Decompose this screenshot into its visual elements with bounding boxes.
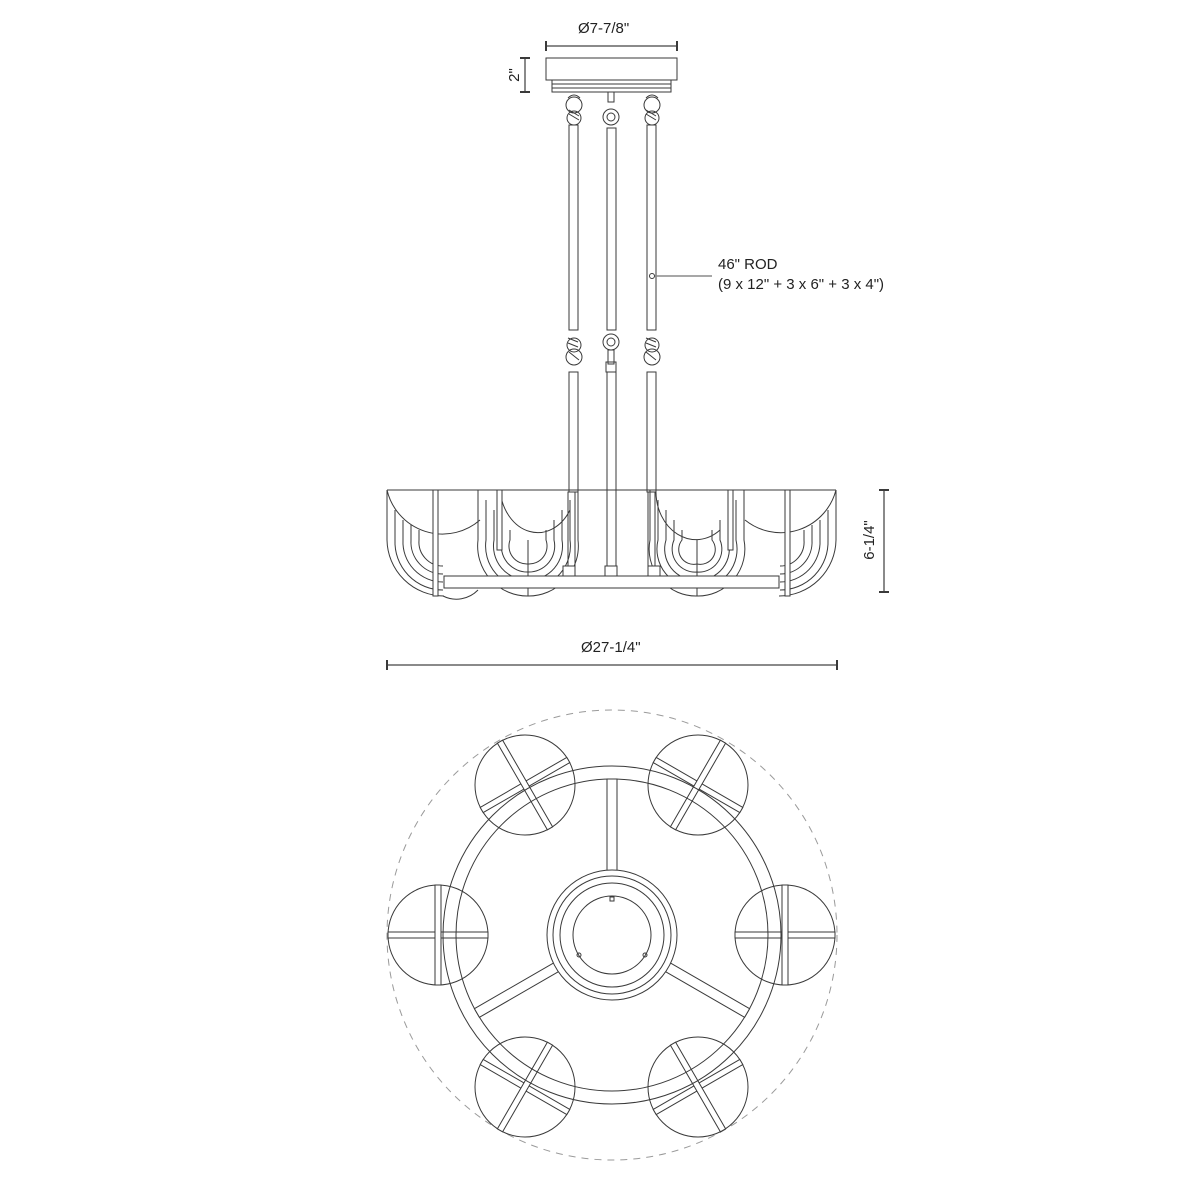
bottom-plan-view — [386, 709, 838, 1161]
overall-envelope-outline — [386, 709, 838, 1161]
globe-top-right — [647, 734, 749, 836]
center-hub — [546, 869, 678, 1001]
rod-length-label: 46" ROD — [718, 256, 778, 273]
overall-diameter-dimension — [386, 660, 838, 670]
globe-bottom-right — [647, 1036, 749, 1138]
body-height-dimension — [879, 489, 889, 593]
globe-left — [387, 884, 489, 986]
canopy-diameter-label: Ø7-7/8" — [578, 20, 630, 37]
canopy-height-dimension — [520, 57, 530, 93]
canopy-height-label: 2" — [506, 68, 523, 82]
canopy-width-dimension — [545, 41, 678, 51]
rod-composition-label: (9 x 12" + 3 x 6" + 3 x 4") — [718, 276, 885, 293]
canopy — [545, 57, 678, 93]
main-ring-outer — [442, 765, 782, 1105]
globe-top-left — [474, 734, 576, 836]
hub-spokes — [473, 778, 751, 1019]
top-chain-links — [565, 91, 661, 126]
body-height-label: 6-1/4" — [861, 520, 878, 560]
globe-right — [734, 884, 836, 986]
suspension-rods — [567, 124, 657, 578]
overall-diameter-label: Ø27-1/4" — [581, 639, 641, 656]
middle-chain-links — [565, 333, 661, 373]
side-view-shades — [386, 489, 837, 600]
shade-1 — [386, 489, 481, 600]
shade-4 — [744, 489, 837, 597]
rod-callout — [649, 273, 712, 279]
globe-bottom-left — [474, 1036, 576, 1138]
